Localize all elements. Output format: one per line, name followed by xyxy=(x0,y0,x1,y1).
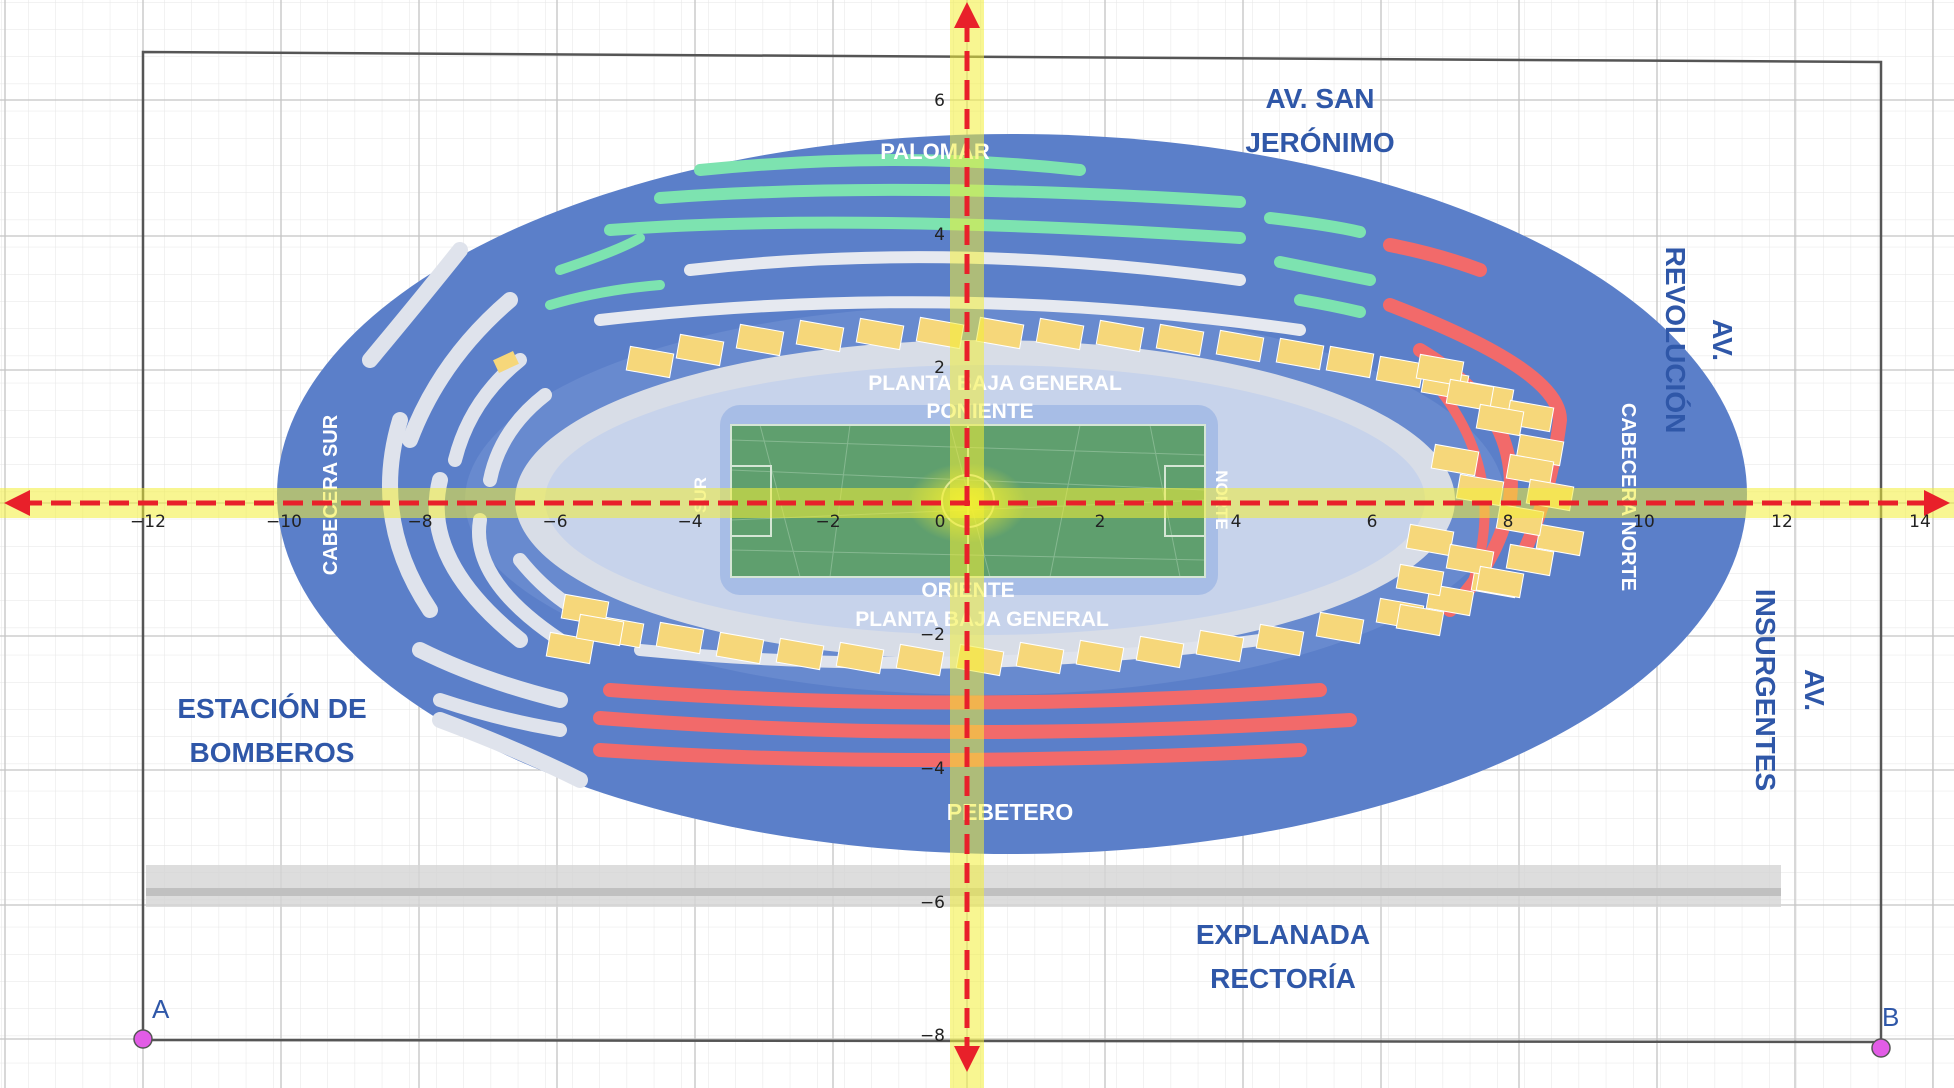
x-tick-label: −4 xyxy=(677,512,702,532)
y-tick-labels: 6 4 2 −2 −4 −6 −8 xyxy=(920,91,945,1046)
yellow-box xyxy=(1475,565,1525,599)
yellow-box xyxy=(1505,543,1555,577)
y-tick-label: −8 xyxy=(920,1026,945,1046)
x-tick-label: 10 xyxy=(1633,512,1655,532)
label-av-insurgentes-2: INSURGENTES xyxy=(1750,589,1781,791)
y-axis-arrow-bottom xyxy=(954,1046,980,1072)
y-tick-label: −6 xyxy=(920,893,945,913)
x-tick-label: 4 xyxy=(1231,512,1242,532)
label-explanada-2: RECTORÍA xyxy=(1210,963,1356,994)
y-tick-label: 2 xyxy=(934,358,945,378)
yellow-box xyxy=(835,641,885,675)
yellow-box xyxy=(1015,641,1065,675)
yellow-box xyxy=(1395,563,1445,597)
yellow-box xyxy=(715,631,765,665)
x-axis-arrow-left xyxy=(4,490,30,516)
y-tick-label: −2 xyxy=(920,625,945,645)
label-av-insurgentes-1: AV. xyxy=(1799,669,1830,711)
seats-green xyxy=(545,154,1376,318)
yellow-box xyxy=(735,323,785,357)
y-tick-label: −4 xyxy=(920,759,945,779)
label-av-san-jeronimo-1: AV. SAN xyxy=(1266,83,1375,114)
yellow-box xyxy=(1445,378,1495,412)
label-av-revolucion-2: REVOLUCIÓN xyxy=(1660,247,1691,434)
yellow-box xyxy=(1415,353,1465,387)
y-axis-arrow-top xyxy=(954,2,980,28)
yellow-box xyxy=(545,631,595,665)
yellow-box xyxy=(625,345,675,379)
site-boundary xyxy=(141,50,1883,1044)
point-a[interactable] xyxy=(133,1029,153,1049)
yellow-box xyxy=(1505,453,1555,487)
yellow-box xyxy=(1430,443,1480,477)
yellow-box xyxy=(795,319,845,353)
label-av-revolucion-1: AV. xyxy=(1707,319,1738,361)
yellow-box xyxy=(1275,337,1325,371)
point-b[interactable] xyxy=(1871,1038,1891,1058)
x-tick-labels: −12 −10 −8 −6 −4 −2 0 2 4 6 8 10 12 14 xyxy=(130,512,1931,532)
x-tick-label: 14 xyxy=(1909,512,1931,532)
x-tick-label: −8 xyxy=(407,512,432,532)
yellow-box xyxy=(1135,635,1185,669)
x-axis-arrow-right xyxy=(1924,490,1950,516)
yellow-box xyxy=(1155,323,1205,357)
x-tick-label: 2 xyxy=(1095,512,1106,532)
x-tick-label: −2 xyxy=(815,512,840,532)
x-tick-label: −6 xyxy=(542,512,567,532)
yellow-box xyxy=(493,351,519,373)
x-tick-label: 6 xyxy=(1367,512,1378,532)
yellow-box xyxy=(1215,329,1265,363)
label-explanada-1: EXPLANADA xyxy=(1196,919,1370,950)
yellow-box xyxy=(1095,319,1145,353)
yellow-box xyxy=(1535,523,1585,557)
yellow-box xyxy=(1315,611,1365,645)
x-tick-label: 12 xyxy=(1771,512,1793,532)
yellow-box xyxy=(655,621,705,655)
x-tick-label: −12 xyxy=(130,512,166,532)
yellow-box xyxy=(1255,623,1305,657)
label-poniente-1: PLANTA BAJA GENERAL xyxy=(868,372,1122,395)
y-tick-label: 4 xyxy=(934,225,945,245)
point-a-label: A xyxy=(152,994,170,1024)
yellow-box xyxy=(675,333,725,367)
yellow-box xyxy=(895,643,945,677)
yellow-box xyxy=(1035,317,1085,351)
x-tick-label: 0 xyxy=(935,512,946,532)
label-estacion-bomberos-1: ESTACIÓN DE xyxy=(177,693,366,724)
label-estacion-bomberos-2: BOMBEROS xyxy=(190,737,355,768)
yellow-box xyxy=(1325,345,1375,379)
yellow-box xyxy=(855,317,905,351)
y-tick-label: 6 xyxy=(934,91,945,111)
yellow-box xyxy=(1395,603,1445,637)
yellow-box xyxy=(575,613,625,647)
yellow-box xyxy=(775,637,825,671)
yellow-box xyxy=(1475,403,1525,437)
point-b-label: B xyxy=(1882,1002,1899,1032)
yellow-box xyxy=(1075,639,1125,673)
label-av-san-jeronimo-2: JERÓNIMO xyxy=(1245,127,1394,158)
yellow-box xyxy=(1405,523,1455,557)
x-tick-label: 8 xyxy=(1503,512,1514,532)
yellow-box xyxy=(1195,629,1245,663)
x-tick-label: −10 xyxy=(266,512,302,532)
